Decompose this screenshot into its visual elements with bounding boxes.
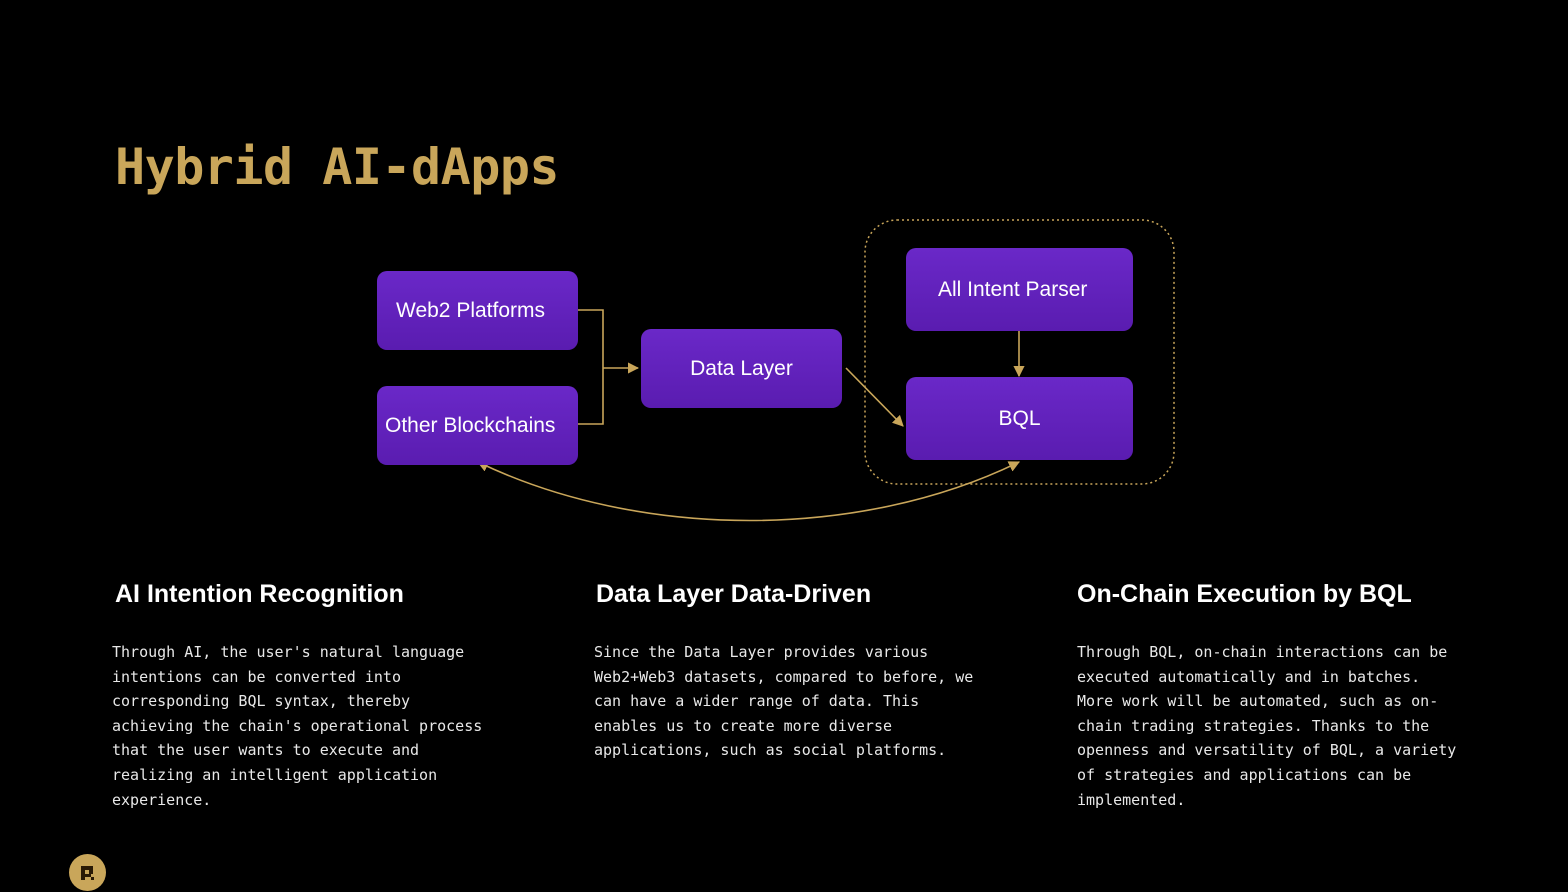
column-heading-onchain-execution: On-Chain Execution by BQL	[1077, 580, 1412, 608]
node-intent-parser-label: All Intent Parser	[938, 277, 1088, 301]
node-other-blockchains: Other Blockchains	[377, 386, 578, 465]
node-intent-parser: All Intent Parser	[906, 248, 1133, 331]
node-data-layer-label: Data Layer	[690, 356, 793, 380]
execution-group-boundary	[864, 219, 1175, 485]
column-body-ai-intention: Through AI, the user's natural language …	[112, 643, 483, 809]
node-bql: BQL	[906, 377, 1133, 460]
bql-to-blockchains-curve-arrow	[476, 461, 1021, 522]
node-bql-label: BQL	[998, 406, 1041, 430]
column-heading-ai-intention: AI Intention Recognition	[115, 580, 404, 608]
page-title: Hybrid AI-dApps	[115, 138, 560, 196]
data-layer-to-bql-arrow	[845, 367, 904, 427]
column-body-onchain-execution: Through BQL, on-chain interactions can b…	[1077, 643, 1457, 809]
web2-to-merge-connector	[578, 309, 604, 368]
column-body-data-layer: Since the Data Layer provides various We…	[594, 643, 974, 760]
node-other-blockchains-label: Other Blockchains	[385, 413, 556, 437]
node-data-layer: Data Layer	[641, 329, 842, 408]
blockchains-to-merge-connector	[578, 368, 604, 425]
node-web2-platforms: Web2 Platforms	[377, 271, 578, 350]
column-heading-data-layer: Data Layer Data-Driven	[596, 580, 872, 608]
node-web2-platforms-label: Web2 Platforms	[396, 298, 545, 322]
brand-logo-icon	[69, 854, 106, 891]
